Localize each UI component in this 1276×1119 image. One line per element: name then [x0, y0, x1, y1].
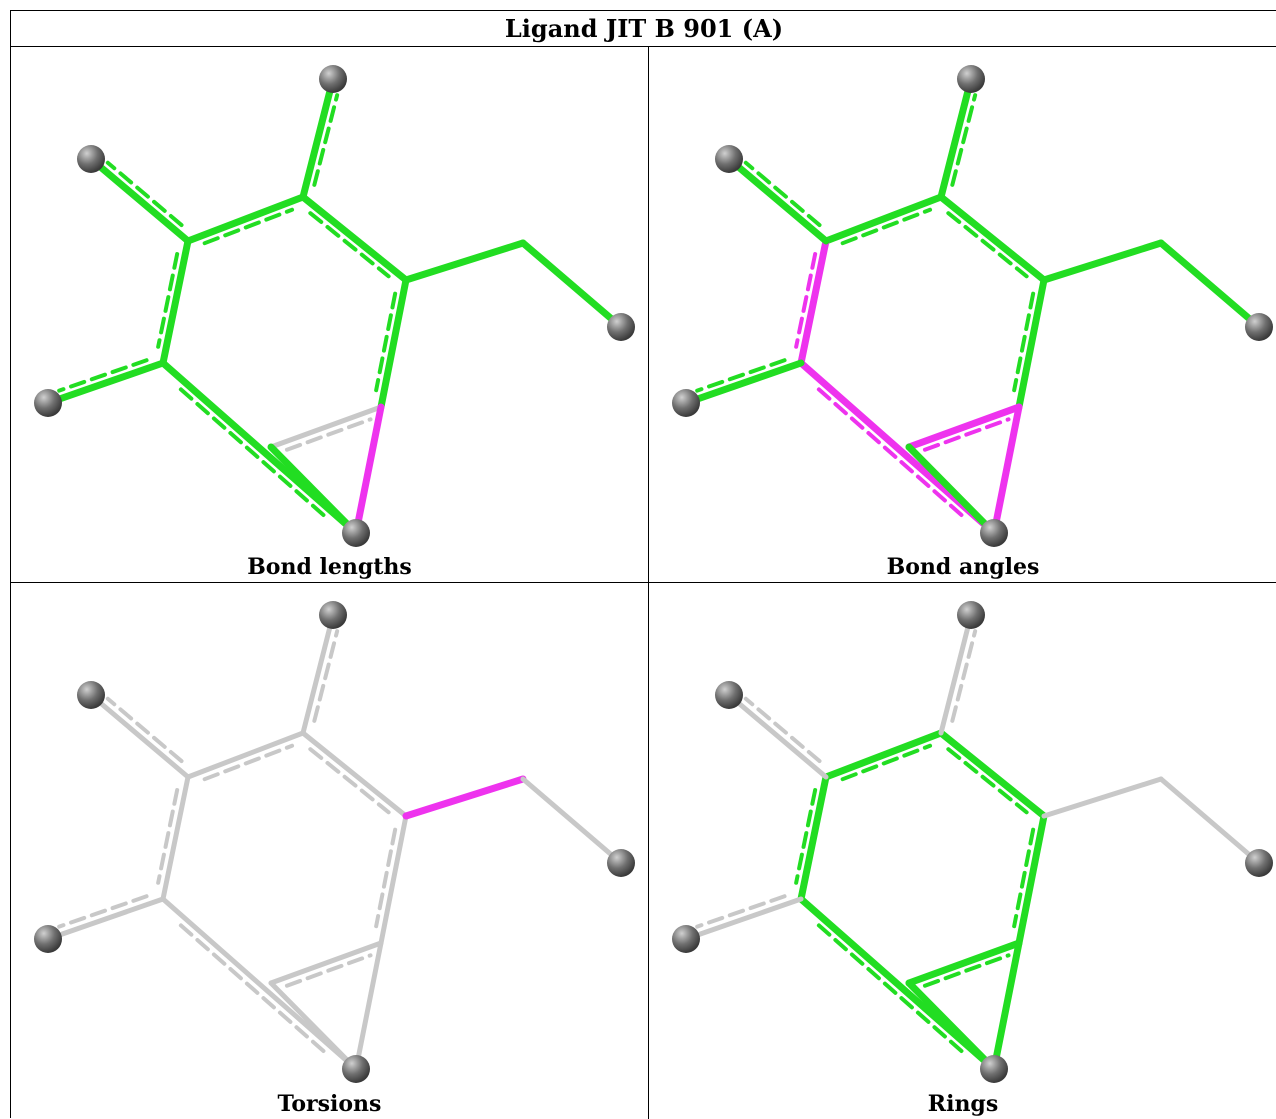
atom-T4	[1245, 849, 1273, 877]
bond-H-T4	[1157, 239, 1263, 331]
panel-bond-angles: Bond angles	[649, 47, 1276, 583]
panel-rings: Rings	[649, 583, 1276, 1119]
bond-F-G	[268, 980, 359, 1072]
panel-caption: Rings	[927, 1091, 999, 1117]
bond-B-C	[299, 193, 410, 284]
bond-F-G	[267, 443, 360, 537]
atom-T3	[672, 925, 700, 953]
bond-A-T2	[725, 155, 830, 245]
bond-C-H	[1041, 776, 1164, 819]
bond-F-G	[905, 979, 998, 1073]
bond-H-T4	[520, 776, 624, 866]
bond-H-T4	[1158, 776, 1262, 866]
bond-C-H	[402, 239, 527, 284]
bond-B-T1	[300, 612, 340, 736]
bond-D-G	[352, 403, 385, 537]
atom-T1	[319, 601, 347, 629]
atom-T1	[319, 65, 347, 93]
bond-F-D	[268, 940, 384, 988]
bond-E-T3	[44, 358, 167, 407]
bond-A-T2	[87, 155, 192, 245]
atom-G	[342, 519, 370, 547]
bond-B-C	[937, 729, 1048, 820]
bond-A-E	[156, 774, 191, 902]
atom-G	[980, 1055, 1008, 1083]
bond-D-G	[353, 940, 384, 1072]
molecule-bond-lengths	[34, 65, 635, 547]
bond-A-E	[794, 773, 830, 903]
bond-F-D	[905, 403, 1023, 452]
atom-T1	[957, 601, 985, 629]
atom-T3	[34, 925, 62, 953]
bond-A-T2	[88, 692, 191, 780]
atom-G	[980, 519, 1008, 547]
panel-bond-lengths: Bond lengths	[11, 47, 649, 583]
bond-H-T4	[519, 239, 625, 331]
panel-caption: Bond angles	[886, 554, 1040, 580]
atom-T4	[607, 313, 635, 341]
molecule-bond-angles	[672, 65, 1273, 547]
bond-C-D	[1012, 276, 1048, 411]
panel-torsions: Torsions	[11, 583, 649, 1119]
molecule-rings	[672, 601, 1273, 1083]
bond-C-D	[374, 276, 410, 411]
atom-T4	[607, 849, 635, 877]
bond-A-B	[822, 193, 945, 246]
bond-E-T3	[45, 894, 166, 942]
bond-F-D	[905, 939, 1023, 988]
atom-T1	[957, 65, 985, 93]
bond-C-D	[374, 813, 409, 946]
bond-E-G	[160, 896, 359, 1072]
bond-C-H	[402, 775, 527, 820]
atom-T3	[672, 389, 700, 417]
bond-A-B	[184, 193, 307, 246]
bond-B-T1	[938, 612, 978, 736]
bond-A-T2	[726, 692, 829, 780]
atom-G	[342, 1055, 370, 1083]
ligand-validation-table: Ligand JIT B 901 (A) Bond lengths Bond a…	[10, 10, 1276, 1119]
bond-C-H	[1040, 239, 1165, 284]
table-title: Ligand JIT B 901 (A)	[11, 11, 1276, 47]
bond-C-D	[1012, 812, 1048, 947]
bond-B-T1	[937, 75, 978, 201]
bond-A-B	[822, 729, 945, 782]
panel-caption: Torsions	[277, 1091, 382, 1117]
bond-F-D	[268, 404, 384, 452]
panel-caption: Bond lengths	[247, 554, 412, 580]
bond-B-C	[937, 193, 1048, 284]
bond-E-T3	[683, 894, 804, 942]
atom-T2	[715, 681, 743, 709]
atom-T2	[77, 681, 105, 709]
bond-A-B	[185, 730, 306, 782]
molecule-torsions	[34, 601, 635, 1083]
atom-T2	[77, 145, 105, 173]
bond-E-T3	[682, 358, 805, 407]
atom-T2	[715, 145, 743, 173]
bond-B-C	[300, 730, 409, 819]
bond-B-T1	[299, 75, 340, 201]
atom-T4	[1245, 313, 1273, 341]
bond-A-E	[794, 237, 830, 367]
bond-F-G	[905, 443, 998, 537]
bond-A-E	[156, 237, 192, 367]
atom-T3	[34, 389, 62, 417]
bond-D-G	[990, 403, 1023, 537]
bond-D-G	[990, 939, 1023, 1073]
